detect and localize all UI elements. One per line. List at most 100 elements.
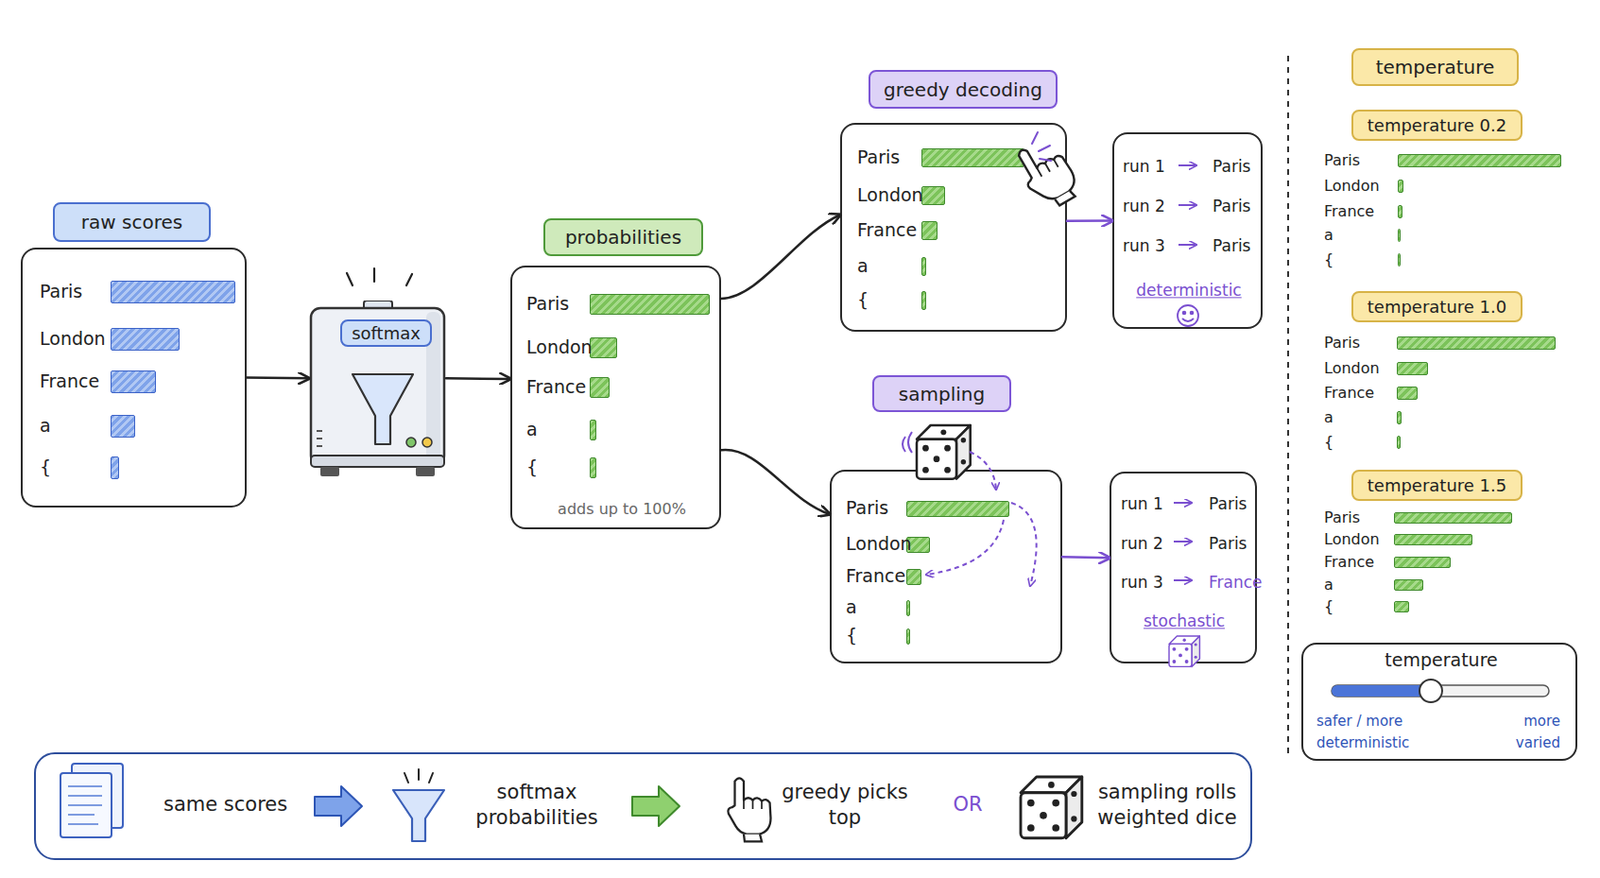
bar-label: { [1324,250,1334,270]
softmax-machine-part-part [320,466,340,477]
temperature-tag: temperature 1.0 [1351,291,1523,323]
flow-arrow [446,377,511,380]
text-label: Paris [857,146,900,170]
text-label: more varied [1489,710,1561,754]
probability-bar [921,257,927,276]
text-label: run 3 [1122,236,1166,257]
softmax-machine: softmax [309,300,447,478]
flow-arrow [721,214,841,299]
probability-bar [921,221,938,241]
text-label: stochastic [1113,611,1256,632]
bar-label: Paris [1324,333,1360,353]
bar-label: France [1324,552,1375,572]
text-label: Paris [1208,533,1247,554]
score-panel: raw scoresParisLondonFrancea{ [20,247,247,508]
bar-label: a [1324,575,1334,595]
tag-text: temperature 0.2 [1367,115,1508,136]
probability-bar [110,414,136,438]
probability-bar [1397,253,1401,267]
probability-bar [110,456,120,480]
tag-text: temperature 1.5 [1367,475,1508,496]
probability-bar [921,186,946,206]
result-panel: run 1Parisrun 2Parisrun 3Parisdeterminis… [1112,132,1263,329]
text-label: greedy picks top [769,779,921,832]
probability-bar [1393,512,1513,524]
softmax-sparkles [346,268,413,286]
probability-bar [1393,556,1451,568]
sampling-panel: samplingParisLondonFrancea{ [829,469,1063,664]
text-label: run 3 [1120,572,1164,593]
probability-bar [110,280,236,304]
temperature-slider: temperature safer / more deterministic mor… [1301,642,1578,761]
softmax-machine-part-part [316,430,323,447]
probability-bar [1397,154,1562,168]
text-label: Paris [1212,196,1251,217]
probability-bar [906,568,922,585]
probability-bar [589,419,597,441]
probability-bar [1393,533,1473,546]
text-label: safer / more deterministic [1316,710,1449,754]
probability-bar [906,628,911,645]
text-label: France [39,370,100,394]
softmax-machine-part-part [406,437,416,448]
probability-bar [1393,579,1424,591]
text-label: { [39,456,52,480]
bar-label: London [1324,176,1380,196]
flow-arrow [246,376,310,379]
probability-bar [1397,179,1404,193]
text-label: Paris [526,292,569,316]
bar-label: France [1324,202,1375,222]
text-label: Paris [1212,236,1251,257]
temperature-tag: temperature 1.5 [1351,469,1523,501]
text-label: run 1 [1122,156,1166,177]
heading-tag: probabilities [543,218,704,257]
text-label: sampling rolls weighted dice [1080,779,1256,832]
tag-text: temperature 1.0 [1367,296,1508,317]
probability-panel: probabilitiesParisLondonFrancea{adds up … [510,265,722,530]
softmax-machine-part-part [310,308,445,465]
divider [1287,55,1290,756]
heading-tag: softmax [340,319,432,347]
text-label: London [39,327,106,351]
softmax-machine-part-part [352,374,413,445]
text-label: OR [939,791,997,818]
heading-tag: raw scores [52,202,211,242]
text-label: temperature [1323,649,1560,672]
result-panel: run 1Parisrun 2Parisrun 3Francestochasti… [1109,471,1257,664]
bar-label: a [1324,225,1334,245]
text-label: { [857,289,869,312]
probability-bar [589,377,610,398]
probability-bar [1396,386,1418,400]
bar-label: { [1324,432,1334,452]
sampling-die-part [902,431,912,453]
text-label: London [845,533,912,556]
summary-band: same scoressoftmax probabilitiesgreedy p… [34,752,1253,861]
text-label: France [526,376,586,399]
probability-bar [589,457,597,479]
text-label: France [1208,572,1263,593]
text-label: London [857,184,924,207]
text-label: { [845,624,858,648]
text-label: adds up to 100% [527,499,717,519]
probability-bar [906,500,1010,517]
probability-bar [110,370,156,394]
bar-label: London [1324,359,1380,379]
probability-bar [1396,336,1556,350]
temperature-tag: temperature [1351,48,1519,87]
text-label: same scores [163,791,288,818]
text-label: France [845,565,906,588]
tag-text: temperature [1376,55,1496,79]
text-label: a [845,596,858,620]
text-label: London [526,336,593,360]
bar-label: Paris [1324,151,1360,171]
text-label: run 2 [1120,533,1164,554]
bar-label: London [1324,530,1380,550]
heading-tag: greedy decoding [868,69,1058,109]
text-label: Paris [1208,494,1247,515]
text-label: Paris [1212,156,1251,177]
softmax-sparkles-part [346,268,413,286]
probability-bar [1397,228,1401,242]
probability-bar [921,291,927,310]
text-label: a [526,418,538,442]
